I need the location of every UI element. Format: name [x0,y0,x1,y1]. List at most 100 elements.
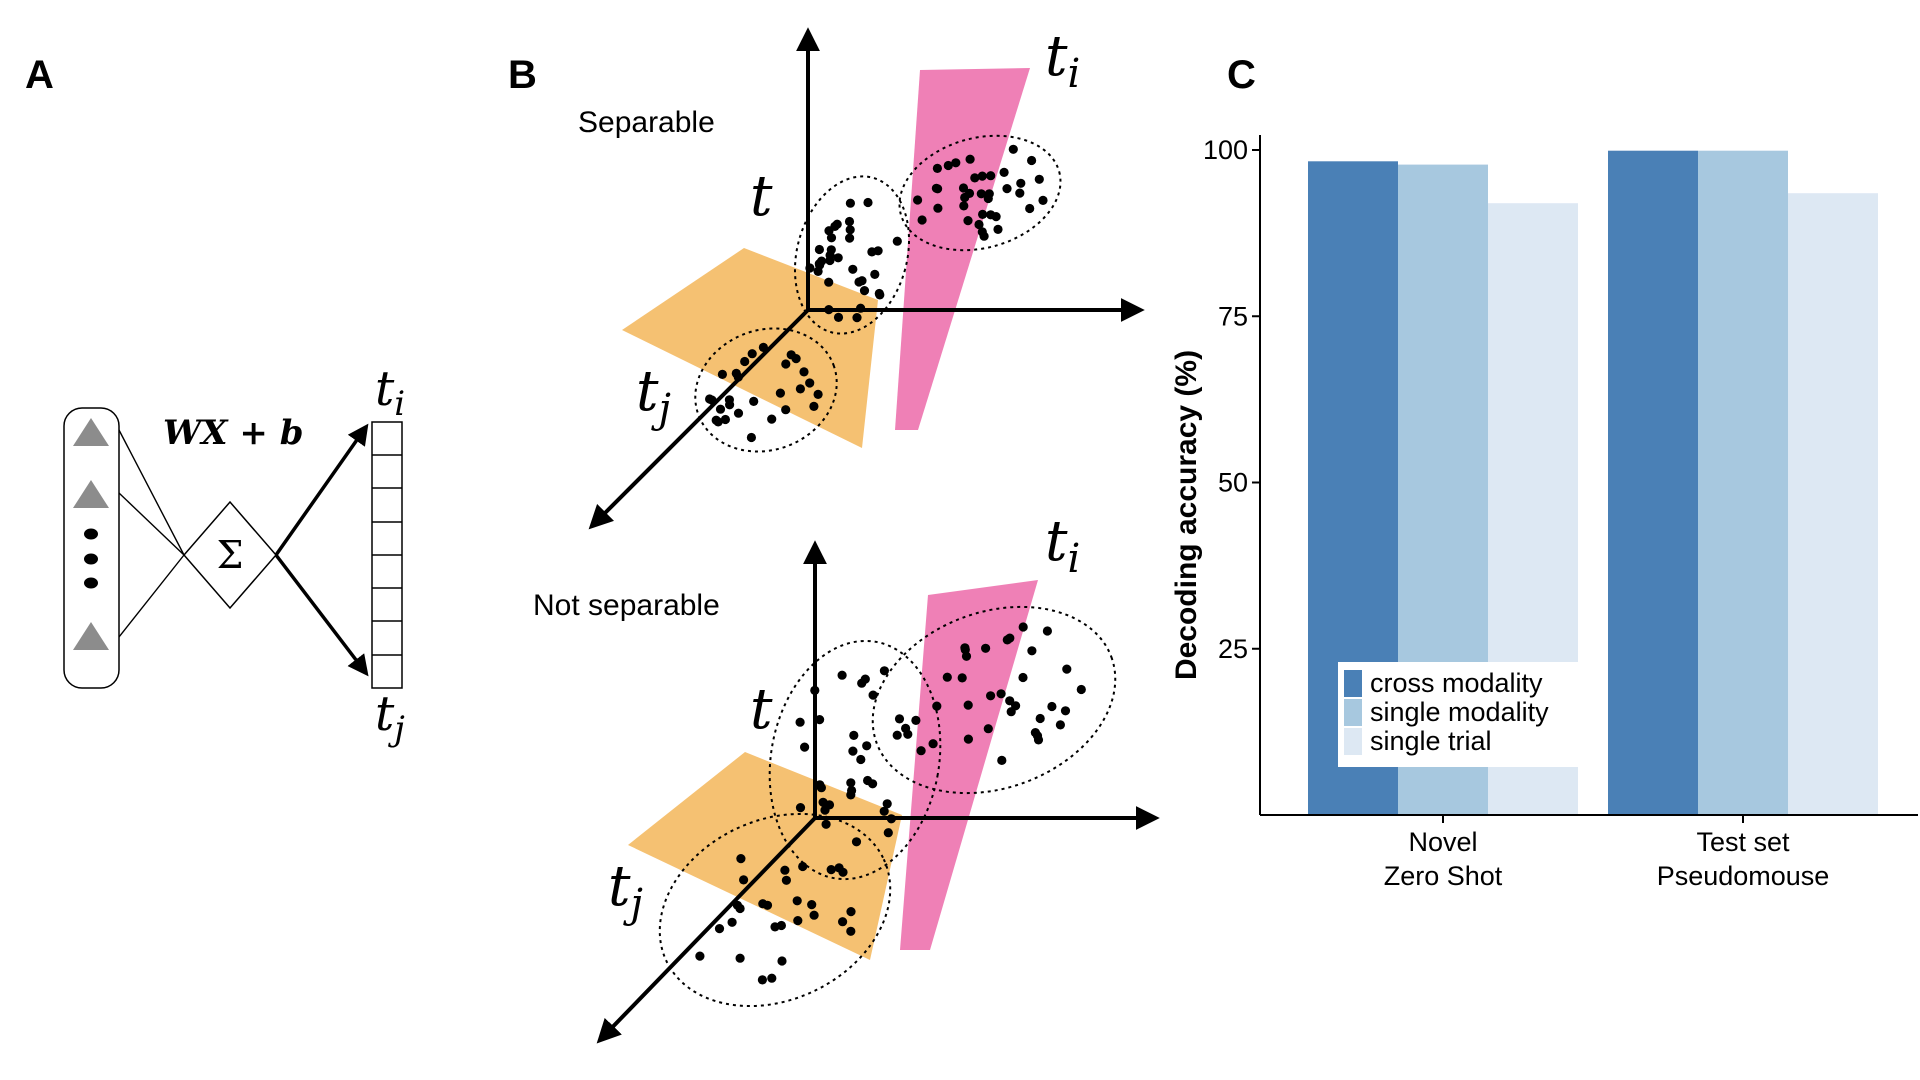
cluster-t-ellipse [793,175,911,335]
scatter-point [859,286,870,296]
scatter-point [833,253,843,263]
scatter-point [965,154,975,164]
scatter-point [863,775,873,786]
scatter-point [820,805,830,815]
scatter-point [933,203,943,213]
bar [1608,150,1698,815]
x-tick-label: Pseudomouse [1657,861,1830,891]
scatter-point [1002,184,1012,194]
label-tj: tj [636,359,671,432]
scatter-point [746,432,757,443]
label-t: t [750,164,773,229]
scatter-point [1016,178,1026,188]
scatter-point [960,192,970,203]
scatter-point [777,956,787,966]
y-tick-label: 25 [1218,634,1248,664]
scatter-point [826,865,836,875]
ellipsis-dot [84,553,98,565]
ellipsis-dot [84,528,98,540]
scatter-point [824,305,834,315]
scatter-point [735,903,745,914]
scatter-point [775,388,786,398]
cluster-tj-ellipse [694,327,838,453]
scatter-point [1076,684,1086,695]
scatter-point [979,231,989,241]
legend-label: cross modality [1370,668,1543,698]
scatter-point [875,290,885,300]
legend-box [1338,662,1583,767]
scatter-point [798,861,808,872]
label-tj: tj [608,854,643,927]
scatter-point [1027,646,1037,656]
scatter-point [1038,195,1048,205]
scatter-point [1002,635,1012,645]
scatter-point [833,312,844,322]
legend-label: single modality [1370,697,1549,727]
arrow-to-ti [274,423,369,557]
scatter-point [932,701,942,711]
scatter-point [826,233,837,243]
scatter-point [832,219,842,229]
scatter-point [894,714,905,724]
scatter-point [983,724,993,734]
scatter-point [844,216,855,227]
scatter-point [821,819,831,829]
scatter-point [1027,155,1037,166]
scatter-point [886,814,897,824]
scatter-point [862,741,872,751]
scatter-point [974,219,984,230]
legend-swatch [1344,728,1362,755]
cluster-tj-ellipse [658,812,892,1008]
scatter-point [757,975,768,985]
scatter-point [986,691,996,701]
y-tick-label: 75 [1218,301,1248,331]
scatter-point [795,384,806,394]
scatter-point [860,674,870,684]
scatter-point [932,163,943,173]
scatter-point [758,342,769,352]
scatter-point [1035,713,1045,724]
scatter-point [959,201,969,211]
scatter-point [986,210,996,220]
cluster-ti-ellipse [871,605,1117,795]
scatter-point [993,224,1003,234]
label-ti: ti [1045,24,1080,97]
scatter-point [793,916,803,926]
scatter-point [848,264,858,274]
scatter-point [736,854,746,864]
scatter-point [824,226,834,236]
scatter-point [854,277,864,287]
scatter-point [780,865,790,875]
equation-label: WX + b [163,413,304,453]
orange-plane [622,248,878,448]
scatter-point [852,313,862,323]
scatter-point [725,400,735,410]
legend-swatch [1344,670,1362,697]
scatter-point [943,160,953,171]
separable-title: Separable [578,106,715,139]
scatter-point [711,415,721,425]
panel-b-letter: B [508,53,537,97]
scatter-point [879,806,889,816]
scatter-point [942,672,952,682]
scatter-point [1006,707,1016,717]
scatter-point [1005,696,1015,706]
scatter-point [913,195,923,205]
neuron-triangle-icon [73,480,109,508]
neuron-triangle-icon [73,418,109,446]
scatter-point [903,729,913,739]
scatter-point [976,189,986,199]
scatter-point [1025,203,1035,214]
input-layer-box [63,407,120,689]
scatter-point [970,173,980,183]
scatter-point [981,643,991,653]
scatter-point [786,350,796,360]
output-vector-cells [372,454,402,656]
pink-plane [895,68,1030,430]
scatter-point [816,783,827,793]
scatter-point [958,183,969,193]
